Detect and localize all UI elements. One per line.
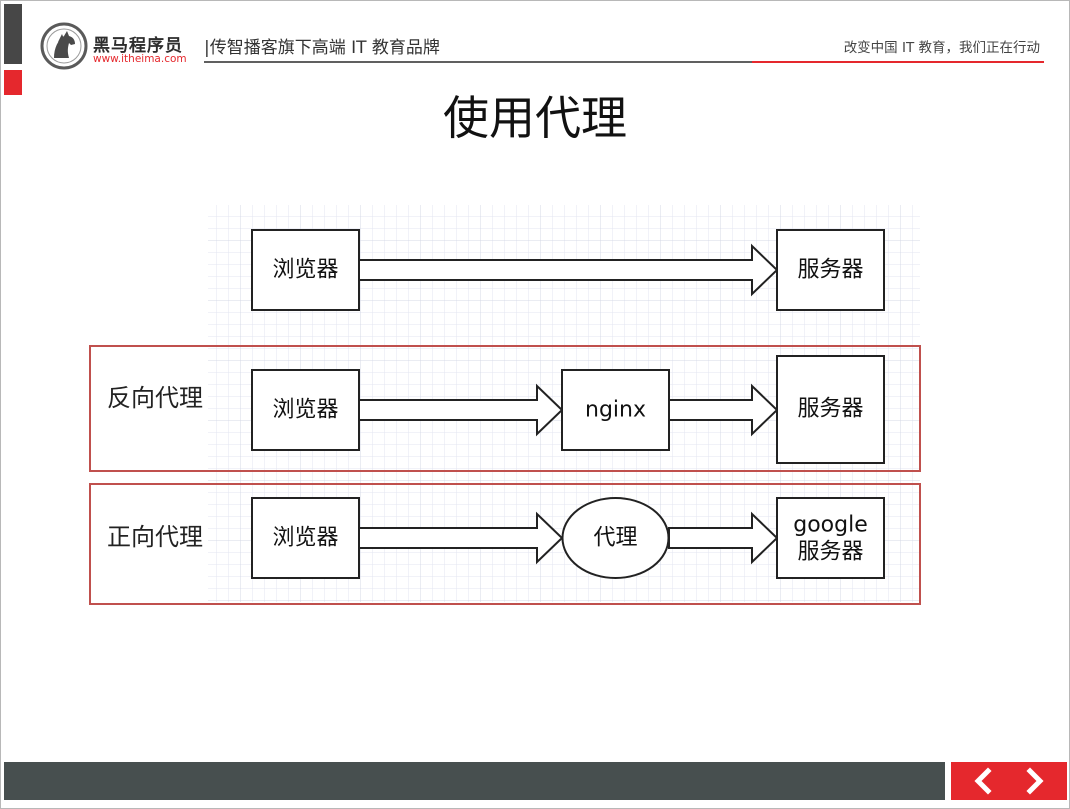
nginx-label: nginx bbox=[585, 398, 646, 423]
brand-name: 黑马程序员 bbox=[93, 36, 183, 56]
left-accent-bar-red bbox=[4, 70, 22, 95]
horse-logo-icon bbox=[40, 22, 88, 70]
google-server-box bbox=[776, 497, 885, 579]
arrow bbox=[668, 511, 779, 565]
row-reverse-proxy: 反向代理 浏览器 nginx 服务器 bbox=[89, 345, 921, 472]
google-server-label-line2: 服务器 bbox=[797, 540, 863, 565]
arrow bbox=[668, 383, 779, 437]
reverse-proxy-label: 反向代理 bbox=[107, 384, 203, 412]
browser-box bbox=[251, 497, 360, 579]
header-divider bbox=[204, 61, 752, 63]
left-accent-bar bbox=[4, 4, 22, 64]
server-label: 服务器 bbox=[797, 258, 863, 283]
slide-title: 使用代理 bbox=[443, 91, 627, 145]
browser-box bbox=[251, 229, 360, 311]
forward-proxy-label: 正向代理 bbox=[107, 523, 203, 551]
browser-label: 浏览器 bbox=[272, 526, 338, 551]
next-slide-button[interactable] bbox=[1018, 766, 1052, 796]
footer-bar bbox=[4, 762, 945, 800]
browser-box bbox=[251, 369, 360, 451]
footer-nav-panel bbox=[951, 762, 1067, 800]
chevron-left-icon bbox=[974, 767, 992, 795]
header-divider-red bbox=[752, 61, 1044, 63]
brand-url: www.itheima.com bbox=[93, 53, 187, 65]
row-forward-proxy: 正向代理 浏览器 代理 google 服务器 bbox=[89, 483, 921, 605]
arrow bbox=[358, 383, 564, 437]
prev-slide-button[interactable] bbox=[967, 766, 1001, 796]
server-box bbox=[776, 355, 885, 464]
arrow bbox=[358, 243, 779, 297]
slogan: 改变中国 IT 教育，我们正在行动 bbox=[843, 40, 1040, 56]
proxy-label: 代理 bbox=[593, 526, 637, 551]
forward-proxy-frame bbox=[89, 483, 921, 605]
reverse-proxy-frame bbox=[89, 345, 921, 472]
browser-label: 浏览器 bbox=[272, 258, 338, 283]
nginx-box bbox=[561, 369, 670, 451]
arrow bbox=[358, 511, 564, 565]
google-server-label-line1: google bbox=[793, 513, 868, 538]
server-box bbox=[776, 229, 885, 311]
browser-label: 浏览器 bbox=[272, 398, 338, 423]
brand-tagline: |传智播客旗下高端 IT 教育品牌 bbox=[204, 38, 440, 58]
row-direct: 浏览器 服务器 bbox=[251, 229, 885, 311]
chevron-right-icon bbox=[1026, 767, 1044, 795]
server-label: 服务器 bbox=[797, 397, 863, 422]
